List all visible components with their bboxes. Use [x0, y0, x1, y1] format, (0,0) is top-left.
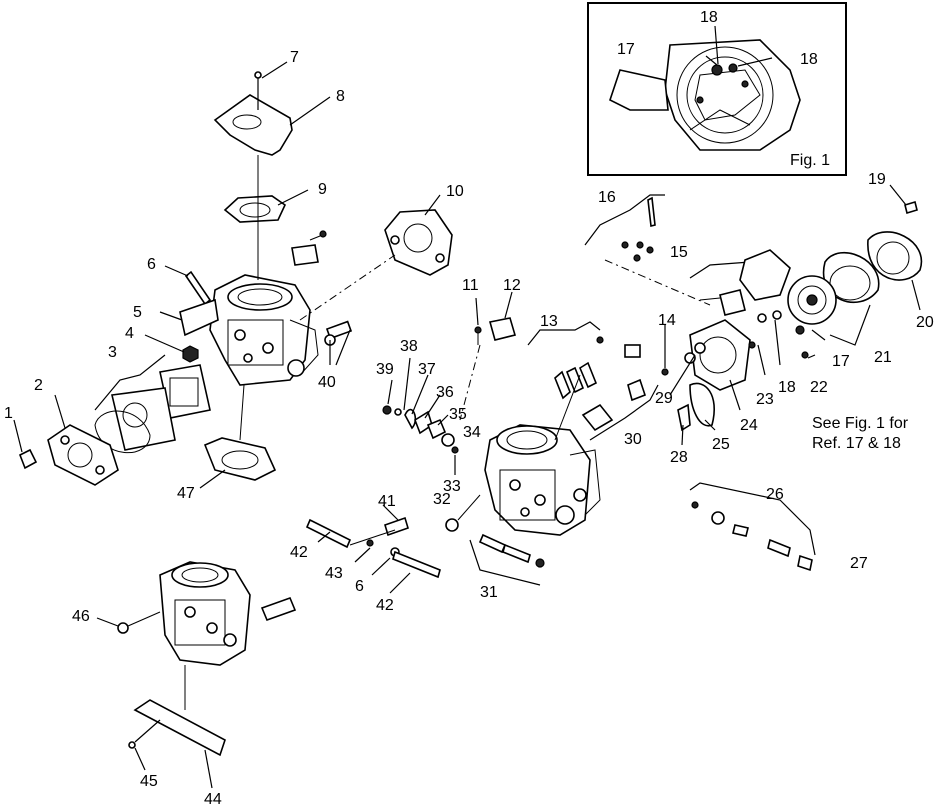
callout-47: 47	[177, 485, 195, 502]
parts-33-to-39	[382, 357, 459, 475]
callout-29: 29	[655, 390, 673, 407]
callout-24: 24	[740, 417, 758, 434]
callout-2: 2	[34, 377, 43, 394]
callout-27: 27	[850, 555, 868, 572]
callout-18-inset-right: 18	[800, 51, 818, 68]
callout-19: 19	[868, 171, 886, 188]
callout-16: 16	[598, 189, 616, 206]
callout-42-right: 42	[376, 597, 394, 614]
callout-3: 3	[108, 344, 117, 361]
callout-26: 26	[766, 486, 784, 503]
leader-lines-left	[54, 61, 441, 489]
linkage-41-43	[305, 504, 441, 594]
callout-22: 22	[810, 379, 828, 396]
callout-35: 35	[449, 406, 467, 423]
callout-17-inset: 17	[617, 41, 635, 58]
callout-6-upper: 6	[147, 256, 156, 273]
callout-36: 36	[436, 384, 454, 401]
callout-30: 30	[624, 431, 642, 448]
part-10-cover	[299, 209, 453, 321]
callout-18-inset-top: 18	[700, 9, 718, 26]
callout-37: 37	[418, 361, 436, 378]
callout-14: 14	[658, 312, 676, 329]
callout-28: 28	[670, 449, 688, 466]
callout-23: 23	[756, 391, 774, 408]
callout-31: 31	[480, 584, 498, 601]
parts-26-27	[689, 482, 816, 572]
callout-13: 13	[540, 313, 558, 330]
center-carburetor	[445, 424, 601, 586]
callout-6-lower: 6	[355, 578, 364, 595]
callout-39: 39	[376, 361, 394, 378]
callout-45: 45	[140, 773, 158, 790]
callout-43: 43	[325, 565, 343, 582]
reference-note: See Fig. 1 for Ref. 17 & 18	[812, 415, 909, 452]
callout-46: 46	[72, 608, 90, 625]
callout-10: 10	[446, 183, 464, 200]
callout-11: 11	[462, 277, 479, 294]
callout-41: 41	[378, 493, 396, 510]
callout-8: 8	[336, 88, 345, 105]
callout-17: 17	[832, 353, 850, 370]
callout-34: 34	[463, 424, 481, 441]
lower-left-carburetor	[96, 561, 297, 789]
callout-21: 21	[874, 349, 892, 366]
inset-fig-label: Fig. 1	[790, 152, 830, 169]
inset-fig-1: 18 17 18 Fig. 1	[587, 2, 847, 176]
upper-left-carburetor	[13, 71, 353, 486]
note-line-2: Ref. 17 & 18	[812, 435, 901, 452]
callout-40: 40	[318, 374, 336, 391]
callout-18: 18	[778, 379, 796, 396]
callout-44: 44	[204, 791, 222, 806]
callout-7: 7	[290, 49, 299, 66]
parts-13	[527, 321, 604, 441]
callout-1: 1	[4, 405, 13, 422]
callout-33: 33	[443, 478, 461, 495]
callout-12: 12	[503, 277, 521, 294]
callout-labels: 1 2 3 4 5 6 7 8 9 10 11 12 13 14 15 16 1…	[4, 49, 934, 806]
callout-9: 9	[318, 181, 327, 198]
upper-right-pump	[581, 184, 923, 446]
callout-15: 15	[670, 244, 688, 261]
callout-42-left: 42	[290, 544, 308, 561]
callout-25: 25	[712, 436, 730, 453]
callout-4: 4	[125, 325, 134, 342]
parts-11-12	[459, 291, 517, 421]
callout-20: 20	[916, 314, 934, 331]
callout-5: 5	[133, 304, 142, 321]
note-line-1: See Fig. 1 for	[812, 415, 909, 432]
callout-38: 38	[400, 338, 418, 355]
callout-32: 32	[433, 491, 451, 508]
